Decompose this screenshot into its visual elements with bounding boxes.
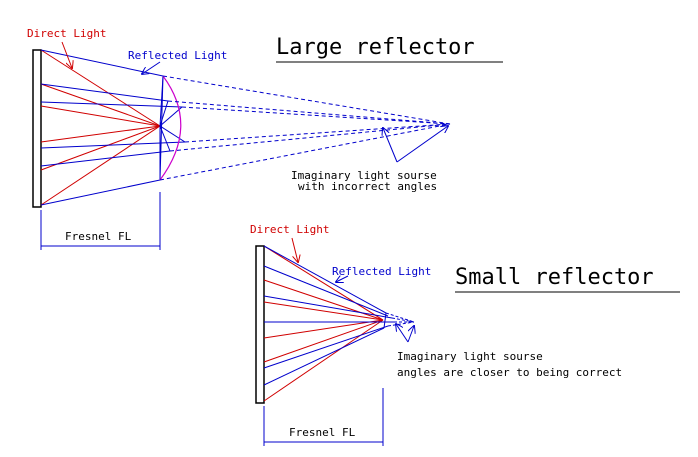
large-fresnel-label: Fresnel FL bbox=[65, 230, 132, 243]
large-direct-rays bbox=[40, 49, 161, 206]
small-direct-light-arrow bbox=[291, 237, 298, 262]
small-reflector-title: Small reflector bbox=[455, 265, 654, 290]
small-fresnel-label: Fresnel FL bbox=[289, 426, 356, 439]
small-reflected-light-label: Reflected Light bbox=[332, 265, 431, 278]
small-direct-light-label: Direct Light bbox=[250, 223, 329, 236]
small-reflected-light-arrow bbox=[336, 276, 349, 282]
large-fresnel-dimension bbox=[40, 192, 161, 250]
large-reflector-arc bbox=[159, 75, 182, 181]
small-reflector-diagram: Direct Light Reflected Light Small refle… bbox=[250, 223, 680, 446]
large-imaginary-rays bbox=[159, 75, 451, 181]
small-imaginary-label-1: Imaginary light sourse bbox=[397, 350, 543, 363]
large-imaginary-label-1: Imaginary light sourse bbox=[291, 169, 437, 182]
large-imaginary-label-2: with incorrect angles bbox=[298, 180, 437, 193]
large-fresnel-lens bbox=[32, 49, 42, 208]
large-reflector-title: Large reflector bbox=[276, 35, 475, 60]
small-fresnel-lens bbox=[255, 245, 265, 404]
large-reflected-light-label: Reflected Light bbox=[128, 49, 227, 62]
small-fresnel-dimension bbox=[263, 388, 384, 446]
large-reflected-light-arrow bbox=[142, 61, 161, 74]
large-reflector-diagram: Direct Light Reflected Light Large refle… bbox=[27, 27, 503, 250]
small-imaginary-pointers bbox=[396, 324, 414, 343]
large-reflected-rays bbox=[40, 49, 186, 206]
large-direct-light-arrow bbox=[61, 41, 72, 68]
small-imaginary-rays bbox=[385, 312, 415, 327]
large-direct-light-label: Direct Light bbox=[27, 27, 106, 40]
small-imaginary-label-2: angles are closer to being correct bbox=[397, 366, 622, 379]
small-reflected-rays bbox=[263, 245, 394, 386]
large-imaginary-pointers bbox=[383, 126, 448, 163]
